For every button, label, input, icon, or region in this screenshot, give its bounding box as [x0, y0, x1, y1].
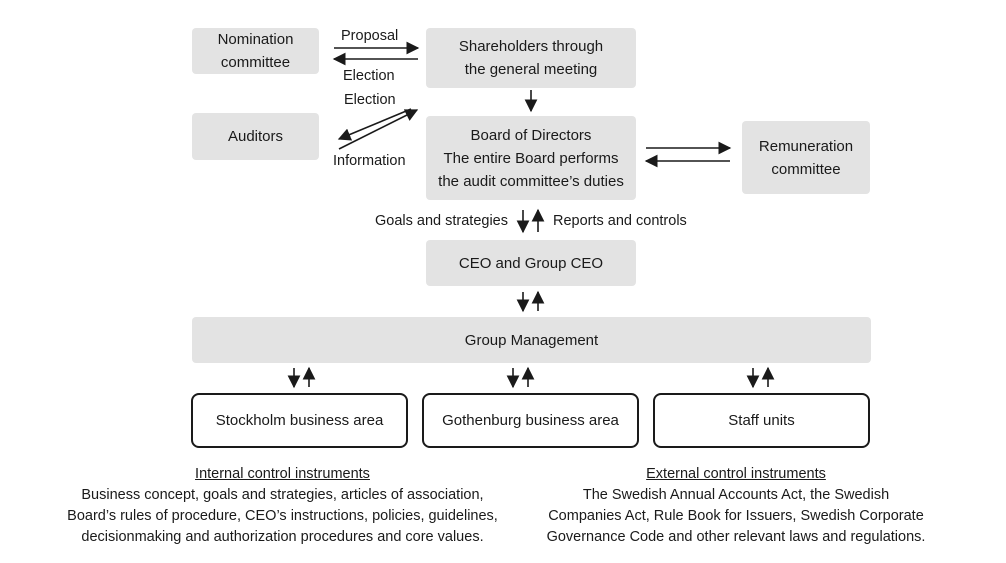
- node-line: the general meeting: [464, 61, 598, 78]
- node-line: committee: [220, 54, 291, 71]
- information-arrow: [338, 109, 419, 150]
- external-heading: External control instruments: [646, 466, 826, 482]
- internal-heading: Internal control instruments: [195, 466, 370, 482]
- node-line: Nomination: [217, 31, 294, 48]
- node-line: Gothenburg business area: [442, 412, 619, 429]
- external-line: Governance Code and other relevant laws …: [546, 529, 926, 545]
- information-label: Information: [333, 153, 406, 169]
- node-line: the audit committee’s duties: [438, 172, 624, 190]
- node-line: Staff units: [728, 412, 795, 429]
- election-auditors-label: Election: [344, 92, 396, 108]
- internal-line: Board’s rules of procedure, CEO’s instru…: [67, 508, 498, 524]
- internal-control-notes: Internal control instruments Business co…: [40, 464, 525, 548]
- nomination-committee-box: Nomination committee: [192, 28, 319, 74]
- election-auditors-arrow: [337, 108, 412, 141]
- internal-line: decisionmaking and authorization procedu…: [81, 529, 484, 545]
- proposal-label: Proposal: [341, 28, 399, 44]
- shareholders-box: Shareholders through the general meeting: [426, 28, 636, 88]
- external-control-notes: External control instruments The Swedish…: [520, 464, 952, 548]
- gothenburg-box: Gothenburg business area: [422, 393, 639, 448]
- group-management-box: Group Management: [192, 317, 871, 363]
- reports-label: Reports and controls: [553, 213, 687, 229]
- node-line: Remuneration: [758, 137, 854, 155]
- node-line: CEO and Group CEO: [458, 254, 604, 272]
- node-line: The entire Board performs: [443, 149, 619, 167]
- node-line: Auditors: [227, 128, 284, 145]
- auditors-box: Auditors: [192, 113, 319, 160]
- stockholm-box: Stockholm business area: [191, 393, 408, 448]
- external-line: The Swedish Annual Accounts Act, the Swe…: [582, 487, 890, 503]
- node-line: Shareholders through: [458, 38, 604, 55]
- node-line: committee: [771, 160, 841, 178]
- staff-units-box: Staff units: [653, 393, 870, 448]
- ceo-box: CEO and Group CEO: [426, 240, 636, 286]
- goals-label: Goals and strategies: [375, 213, 508, 229]
- internal-line: Business concept, goals and strategies, …: [81, 487, 484, 503]
- node-line: Group Management: [464, 331, 599, 349]
- external-line: Companies Act, Rule Book for Issuers, Sw…: [548, 508, 924, 524]
- election-nomination-label: Election: [343, 68, 395, 84]
- remuneration-committee-box: Remuneration committee: [742, 121, 870, 194]
- node-line: Board of Directors: [470, 126, 592, 144]
- node-line: Stockholm business area: [215, 412, 384, 429]
